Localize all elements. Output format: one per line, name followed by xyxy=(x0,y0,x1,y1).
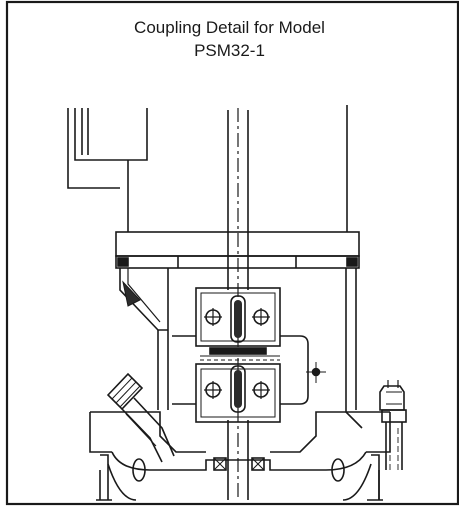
motor-flange xyxy=(115,231,360,269)
coupling-side-housing xyxy=(172,335,309,405)
upper-left-bolt xyxy=(204,308,222,326)
lower-right-bolt xyxy=(252,381,270,399)
drawing-border xyxy=(5,0,459,506)
base-port-right xyxy=(331,458,345,482)
left-support-rib xyxy=(119,268,169,410)
coupling-upper xyxy=(195,284,281,347)
vent-fitting xyxy=(106,372,175,463)
motor-shaft xyxy=(227,110,249,290)
base-leg-left xyxy=(96,470,112,501)
tie-bolt-right xyxy=(379,380,407,470)
right-stool xyxy=(345,268,363,429)
upper-right-bolt xyxy=(252,308,270,326)
alignment-mark xyxy=(306,362,326,383)
base-leg-right xyxy=(367,470,383,501)
drawing-title-line-2: PSM32-1 xyxy=(194,41,265,60)
pump-base xyxy=(89,411,391,501)
coupling-lower xyxy=(195,363,281,423)
drawing-title-line-1: Coupling Detail for Model xyxy=(134,18,325,37)
coupling-spacer xyxy=(200,347,280,361)
shaft-seal xyxy=(213,457,265,471)
motor-bracket xyxy=(67,108,148,232)
lower-left-bolt xyxy=(204,381,222,399)
base-port-left xyxy=(132,458,146,482)
